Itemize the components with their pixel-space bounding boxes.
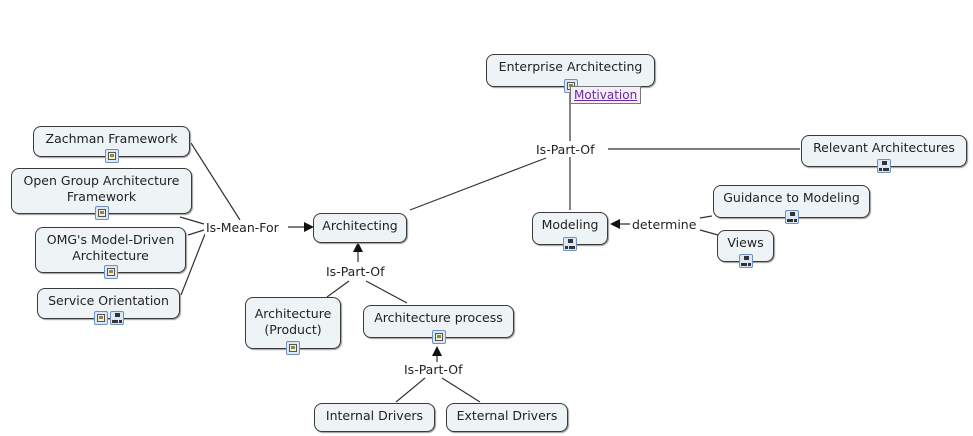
- document-icon[interactable]: [431, 330, 446, 344]
- concept-external-drivers[interactable]: External Drivers: [446, 403, 568, 432]
- concept-label: Modeling: [541, 217, 599, 232]
- concept-map-icon[interactable]: [109, 311, 124, 325]
- concept-map-icon[interactable]: [738, 254, 753, 268]
- line-omg-ismeanfor: [187, 229, 205, 236]
- line-soa-ismeanfor: [180, 233, 206, 296]
- line-product-ispartof: [326, 280, 350, 298]
- concept-label: External Drivers: [456, 408, 558, 423]
- concept-map-icon[interactable]: [784, 210, 799, 224]
- concept-label: Views: [727, 235, 764, 250]
- concept-open-group-architecture-framework[interactable]: Open Group Architecture Framework: [11, 168, 192, 220]
- link-is-part-of-mid[interactable]: Is-Part-Of: [325, 264, 386, 279]
- line-zachman-ismeanfor: [190, 142, 241, 221]
- document-icon[interactable]: [104, 149, 119, 163]
- concept-enterprise-architecting[interactable]: Enterprise Architecting: [486, 54, 655, 93]
- concept-label: Zachman Framework: [45, 131, 178, 146]
- line-external-ispartof: [441, 377, 481, 403]
- line-process-ispartof: [365, 280, 408, 304]
- concept-map-icon[interactable]: [563, 237, 577, 251]
- link-determine[interactable]: determine: [631, 217, 698, 232]
- concept-service-orientation[interactable]: Service Orientation: [37, 288, 180, 325]
- line-views-determine: [699, 229, 719, 236]
- concept-modeling[interactable]: Modeling: [532, 212, 608, 251]
- concept-label: Enterprise Architecting: [498, 59, 643, 74]
- motivation-resource-link[interactable]: Motivation: [570, 86, 642, 104]
- concept-zachman-framework[interactable]: Zachman Framework: [33, 126, 190, 163]
- concept-label: Architecture (Product): [254, 306, 332, 337]
- line-architecting-ispartof: [409, 157, 547, 211]
- concept-architecture-product[interactable]: Architecture (Product): [245, 297, 341, 355]
- concept-views[interactable]: Views: [717, 230, 774, 268]
- concept-omg-model-driven-architecture[interactable]: OMG's Model-Driven Architecture: [35, 227, 186, 279]
- concept-label: Internal Drivers: [325, 408, 424, 423]
- concept-relevant-architectures[interactable]: Relevant Architectures: [801, 135, 967, 173]
- document-icon[interactable]: [93, 311, 108, 325]
- document-icon[interactable]: [94, 206, 109, 220]
- concept-label: Service Orientation: [48, 293, 169, 308]
- document-icon[interactable]: [103, 265, 118, 279]
- line-togaf-ismeanfor: [179, 216, 205, 225]
- concept-architecture-process[interactable]: Architecture process: [363, 305, 514, 344]
- concept-architecting[interactable]: Architecting: [313, 213, 407, 243]
- concept-label: Guidance to Modeling: [723, 190, 860, 205]
- document-icon[interactable]: [286, 341, 300, 355]
- line-guidance-determine: [699, 215, 713, 219]
- line-internal-ispartof: [395, 377, 426, 403]
- link-is-part-of-bottom[interactable]: Is-Part-Of: [403, 362, 464, 377]
- concept-label: Relevant Architectures: [813, 140, 955, 155]
- link-is-mean-for[interactable]: Is-Mean-For: [205, 220, 280, 235]
- concept-internal-drivers[interactable]: Internal Drivers: [314, 403, 435, 432]
- concept-label: Open Group Architecture Framework: [23, 173, 180, 204]
- concept-map-icon[interactable]: [877, 159, 891, 173]
- concept-label: Architecting: [322, 218, 398, 233]
- concept-guidance-to-modeling[interactable]: Guidance to Modeling: [713, 185, 870, 224]
- concept-label: OMG's Model-Driven Architecture: [46, 232, 175, 263]
- link-is-part-of-top[interactable]: Is-Part-Of: [535, 142, 596, 157]
- concept-label: Architecture process: [374, 310, 503, 325]
